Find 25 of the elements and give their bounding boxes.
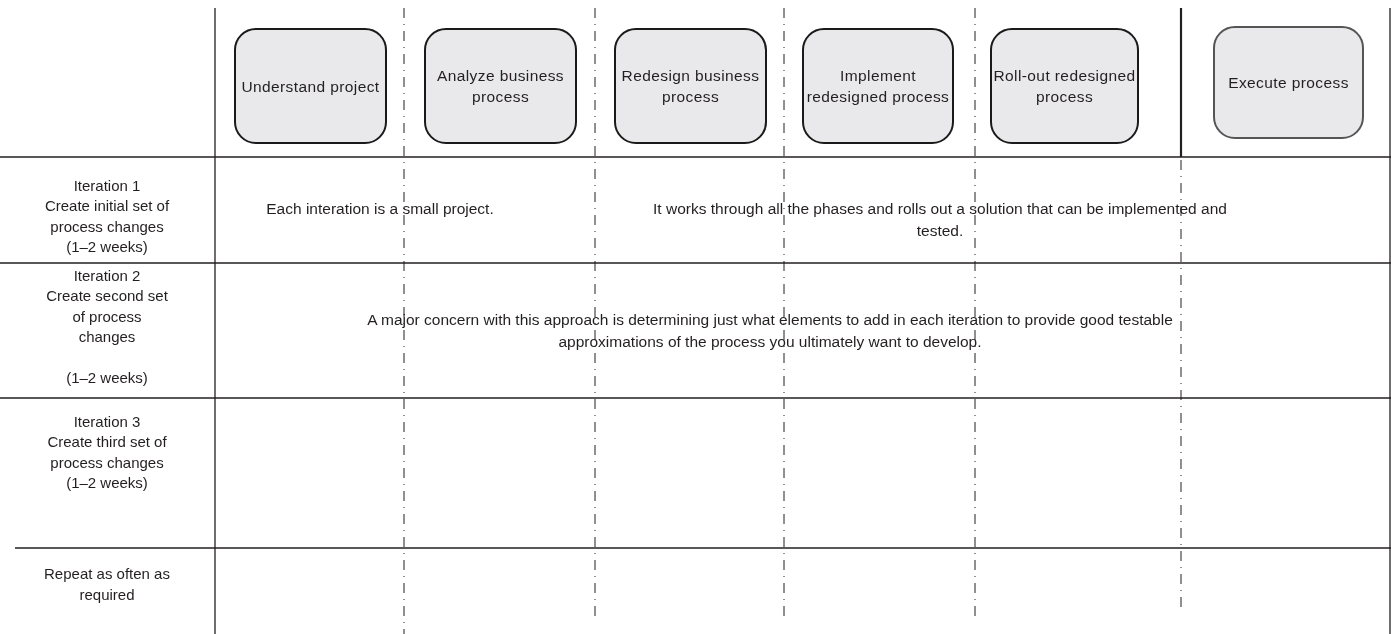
duration-text: (1–2 weeks) <box>65 237 149 257</box>
process-step-box <box>234 28 387 144</box>
iteration-heading: Iteration 1 <box>72 176 142 196</box>
duration-text: (1–2 weeks) <box>65 473 149 493</box>
process-step-box <box>614 28 767 144</box>
iteration-heading: Iteration 2 <box>72 266 142 286</box>
process-step-box <box>990 28 1139 144</box>
step-label: Redesign business process <box>620 66 761 107</box>
note-text: A major concern with this approach is determining just what elements to add in each iteration to provide good testable approximations of the process you ultimately want to develop. <box>366 310 1174 352</box>
duration-text: (1–2 weeks) <box>65 368 149 388</box>
step-label: Analyze business process <box>436 66 565 107</box>
row-description: Create initial set of process changes <box>43 196 171 237</box>
step-label: Execute process <box>1228 73 1349 93</box>
step-label: Understand project <box>241 76 380 97</box>
row-description: Create third set of process changes <box>46 432 168 473</box>
iteration-heading: Iteration 3 <box>72 412 142 432</box>
note-text: It works through all the phases and rolls out a solution that can be implemented and tested. <box>652 199 1228 241</box>
note-text: Each interation is a small project. <box>265 199 495 219</box>
process-step-box <box>1213 26 1364 139</box>
process-step-box <box>424 28 577 144</box>
step-label: Implement redesigned process <box>805 66 951 107</box>
row-description: Create second set of process changes <box>45 286 169 347</box>
process-step-box <box>802 28 954 144</box>
step-label: Roll-out redesigned process <box>992 66 1137 107</box>
row-description: Repeat as often as required <box>43 564 171 605</box>
